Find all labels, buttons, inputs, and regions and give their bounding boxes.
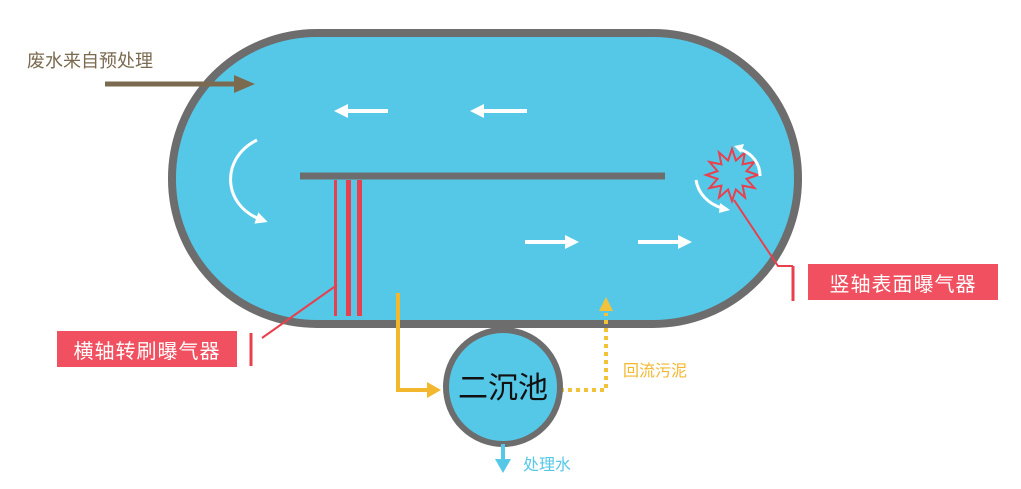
horizontal-brush-aerator-icon: [334, 180, 362, 316]
vertical-aerator-leader-line: [733, 199, 793, 267]
inflow-arrow: [105, 75, 255, 93]
inflow-label: 废水来自预处理: [27, 51, 153, 72]
aerator-rotation-arrows-icon: [694, 144, 762, 213]
flow-arrow-curve-left: [229, 138, 268, 224]
return-sludge-label: 回流污泥: [623, 361, 688, 380]
treated-water-arrow: [495, 444, 511, 473]
flow-arrow-bottom-left: [525, 235, 579, 249]
horizontal-aerator-leader-line: [261, 284, 338, 339]
secondary-clarifier-label: 二沉池: [458, 371, 548, 406]
vertical-aerator-tag: 竖轴表面曝气器: [808, 264, 998, 300]
flow-arrow-top-right: [470, 104, 527, 118]
return-sludge-arrow: [560, 297, 613, 392]
horizontal-aerator-tag: 横轴转刷曝气器: [57, 331, 237, 367]
effluent-flow-arrow: [396, 293, 441, 398]
flow-arrow-top-left: [334, 104, 388, 118]
vertical-surface-aerator-icon: [702, 145, 762, 205]
treated-water-label: 处理水: [523, 455, 572, 474]
flow-arrow-bottom-right: [638, 235, 692, 249]
